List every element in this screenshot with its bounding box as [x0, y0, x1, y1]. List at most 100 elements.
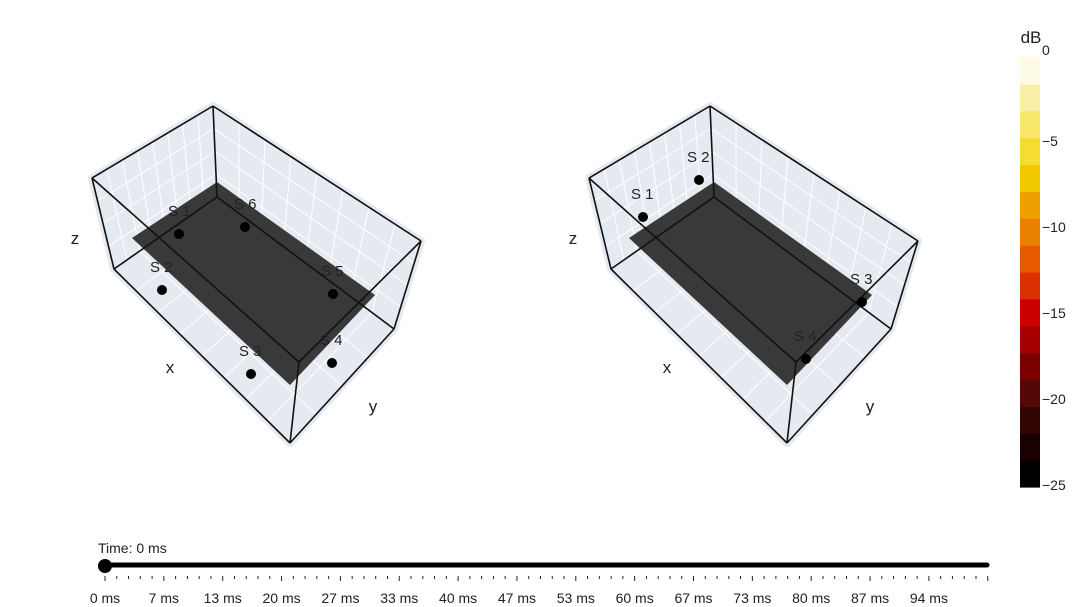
slider-step-label[interactable]: 40 ms: [439, 590, 477, 606]
axis-title-y: y: [369, 397, 378, 416]
surface-plane: [629, 182, 872, 385]
axis-title-z: z: [71, 229, 80, 248]
colorbar-segment: [1020, 191, 1040, 219]
box-edge: [890, 240, 919, 330]
colorbar-tick-label: −5: [1042, 133, 1058, 149]
colorbar-segment: [1020, 298, 1040, 327]
time-slider[interactable]: Time: 0 ms 0 ms 7 ms 13 ms 20 ms 27 ms 33 ms 40…: [90, 540, 990, 606]
sensor-label: S 6: [234, 196, 257, 213]
slider-step-label[interactable]: 33 ms: [380, 590, 418, 606]
box-edge: [289, 361, 300, 444]
colorbar-segment: [1020, 57, 1040, 85]
sensor-marker[interactable]: [857, 297, 867, 307]
box-edge: [113, 196, 218, 270]
slider-step-label[interactable]: 27 ms: [321, 590, 359, 606]
box-edge: [91, 177, 115, 270]
box-edge: [212, 105, 422, 242]
slider-step-label[interactable]: 20 ms: [262, 590, 300, 606]
slider-step-label[interactable]: 53 ms: [557, 590, 595, 606]
colorbar-segment: [1020, 352, 1040, 381]
sensor-marker[interactable]: [328, 289, 338, 299]
colorbar-segment: [1020, 83, 1040, 112]
box-edge: [709, 105, 919, 242]
sensor-point[interactable]: S 3: [850, 271, 873, 307]
sensor-marker[interactable]: [240, 222, 250, 232]
sensor-marker[interactable]: [638, 212, 648, 222]
colorbar-segment: [1020, 272, 1040, 300]
box-edge: [713, 196, 892, 330]
slider-step-label[interactable]: 0 ms: [90, 590, 120, 606]
slider-step-label[interactable]: 7 ms: [149, 590, 179, 606]
box-edge: [298, 240, 422, 363]
left-3d-scene[interactable]: S 1 S 2 S 3 S 4 S 5 S 6 z x y: [71, 102, 425, 447]
sensor-point[interactable]: S 3: [239, 343, 262, 379]
box-edge: [216, 196, 395, 330]
slider-step-label[interactable]: 80 ms: [792, 590, 830, 606]
colorbar-tick-label: −25: [1042, 477, 1066, 493]
colorbar-tick-label: 0: [1042, 42, 1050, 58]
sensor-marker[interactable]: [174, 229, 184, 239]
colorbar-segment: [1020, 460, 1040, 488]
axis-title-y: y: [866, 397, 875, 416]
box-edge: [588, 105, 711, 179]
box-edge: [795, 240, 919, 363]
box-edge: [588, 177, 797, 363]
colorbar-title: dB: [1021, 28, 1042, 47]
sensor-label: S 4: [320, 332, 343, 349]
sensor-marker[interactable]: [694, 175, 704, 185]
colorbar-segment: [1020, 137, 1040, 166]
box-edge: [610, 196, 715, 270]
sensor-marker[interactable]: [801, 354, 811, 364]
sensor-marker[interactable]: [157, 285, 167, 295]
sensor-label: S 2: [150, 259, 173, 276]
sensor-label: S 3: [239, 343, 262, 360]
sensor-point[interactable]: S 4: [320, 332, 343, 368]
colorbar-segment: [1020, 245, 1040, 273]
box-edge: [588, 177, 612, 270]
sensor-label: S 5: [321, 263, 344, 280]
sensor-label: S 4: [794, 328, 817, 345]
sensor-marker[interactable]: [327, 358, 337, 368]
box-edge: [709, 105, 715, 198]
slider-step-label[interactable]: 67 ms: [674, 590, 712, 606]
axis-title-z: z: [569, 229, 578, 248]
colorbar-tick-label: −10: [1042, 219, 1066, 235]
slider-step-label[interactable]: 13 ms: [204, 590, 242, 606]
sensor-point[interactable]: S 1: [631, 186, 654, 222]
sensor-point[interactable]: S 4: [794, 328, 817, 364]
slider-handle[interactable]: [98, 559, 112, 573]
box-edge: [91, 177, 300, 363]
colorbar-segment: [1020, 379, 1040, 407]
slider-step-label[interactable]: 73 ms: [733, 590, 771, 606]
box-edge: [91, 105, 214, 179]
colorbar: dB0 −5 −10 −15 −20 −25: [1020, 28, 1066, 493]
sensor-point[interactable]: S 2: [687, 149, 710, 185]
colorbar-tick-label: −15: [1042, 305, 1066, 321]
box-edge: [393, 240, 422, 330]
sensor-point[interactable]: S 2: [150, 259, 173, 295]
surface-plane: [132, 182, 375, 385]
colorbar-segment: [1020, 325, 1040, 354]
colorbar-segment: [1020, 406, 1040, 434]
sensor-label: S 1: [631, 186, 654, 203]
sensor-point[interactable]: S 6: [234, 196, 257, 232]
slider-step-label[interactable]: 47 ms: [498, 590, 536, 606]
sensor-point[interactable]: S 5: [321, 263, 344, 299]
slider-step-label[interactable]: 94 ms: [910, 590, 948, 606]
slider-step-label[interactable]: 87 ms: [851, 590, 889, 606]
sensor-point[interactable]: S 1: [168, 203, 191, 239]
colorbar-segment: [1020, 433, 1040, 461]
box-edge: [113, 268, 291, 444]
sensor-marker[interactable]: [246, 369, 256, 379]
sensor-label: S 3: [850, 271, 873, 288]
box-edge: [610, 268, 788, 444]
box-edge: [786, 328, 892, 444]
colorbar-tick-label: −20: [1042, 391, 1066, 407]
axis-title-x: x: [166, 358, 175, 377]
colorbar-segment: [1020, 218, 1040, 246]
colorbar-segment: [1020, 110, 1040, 139]
slider-step-label[interactable]: 60 ms: [616, 590, 654, 606]
slider-current-value: Time: 0 ms: [98, 540, 167, 556]
